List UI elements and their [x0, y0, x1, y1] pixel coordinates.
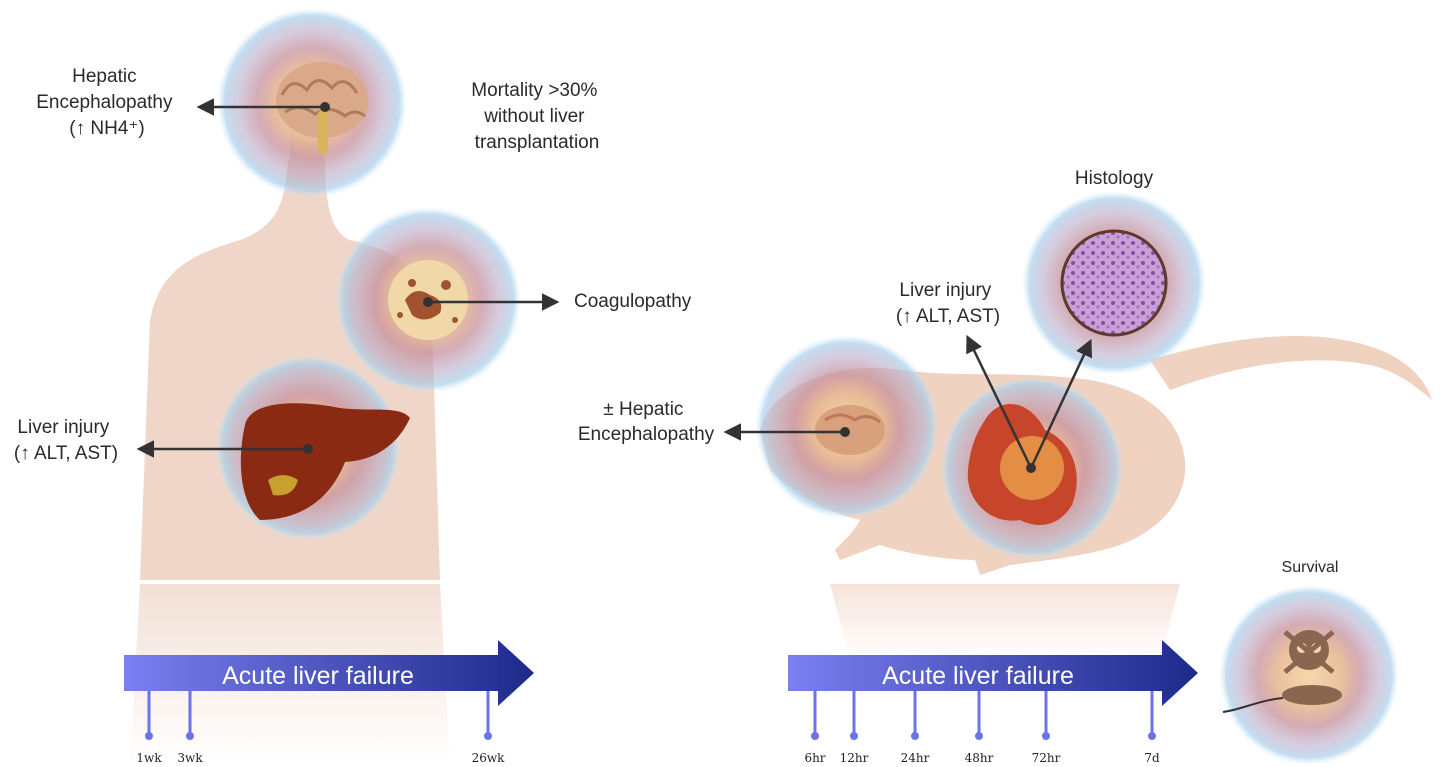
mouse-he-label-line-1: ± Hepatic: [603, 399, 683, 420]
mouse-he-label-line-2: Encephalopathy: [578, 424, 715, 445]
human-tick-label: 1wk: [136, 751, 162, 765]
human-tick-label: 3wk: [177, 751, 203, 765]
survival-halo: [1219, 585, 1399, 765]
survival-label: Survival: [1282, 559, 1339, 576]
mouse-timeline-label: Acute liver failure: [882, 662, 1074, 690]
coagulopathy-label: Coagulopathy: [574, 291, 692, 312]
human-timeline-label: Acute liver failure: [222, 662, 414, 690]
mortality-label-line-2: without liver: [483, 106, 585, 127]
mouse-liver-label-line-1: Liver injury: [899, 280, 991, 301]
mortality-label-line-1: Mortality >30%: [471, 80, 597, 101]
mouse-he-label: ± Hepatic Encephalopathy: [578, 399, 715, 445]
mouse-ticks: 6hr 12hr 24hr 48hr 72hr 7d: [804, 691, 1160, 765]
mouse-tick-dot: [811, 732, 819, 740]
brain-label-line-2: Encephalopathy: [36, 92, 173, 113]
human-tick-dot: [145, 732, 153, 740]
mouse-tick-label: 24hr: [901, 751, 930, 765]
histology-icon: [1062, 231, 1166, 335]
mouse-tick-dot: [1148, 732, 1156, 740]
mouse-timeline: Acute liver failure 6hr 12hr 24hr 48hr 72hr 7…: [788, 640, 1198, 765]
mortality-label-line-3: transplantation: [475, 132, 600, 153]
mortality-label: Mortality >30% without liver transplanta…: [471, 80, 602, 153]
mouse-tick-dot: [850, 732, 858, 740]
mouse-liver-label-line-2: (↑ ALT, AST): [896, 306, 1000, 327]
brain-label-line-3: (↑ NH4⁺): [69, 118, 144, 139]
mouse-tick-label: 72hr: [1032, 751, 1061, 765]
mouse-brain-icon: [815, 405, 885, 455]
human-liver-label: Liver injury (↑ ALT, AST): [14, 417, 118, 464]
human-liver-label-line-1: Liver injury: [17, 417, 109, 438]
brain-label-line-1: Hepatic: [72, 66, 136, 87]
human-tick-dot: [484, 732, 492, 740]
human-tick-dot: [186, 732, 194, 740]
mouse-tick-dot: [911, 732, 919, 740]
histology-label: Histology: [1075, 168, 1154, 189]
mouse-tick-label: 12hr: [840, 751, 869, 765]
brain-label: Hepatic Encephalopathy (↑ NH4⁺): [36, 66, 178, 139]
human-liver-label-line-2: (↑ ALT, AST): [14, 443, 118, 464]
mouse-tick-label: 6hr: [804, 751, 825, 765]
mouse-liver-label: Liver injury (↑ ALT, AST): [896, 280, 1000, 327]
mouse-tick-label: 7d: [1144, 751, 1160, 765]
mouse-tick-dot: [1042, 732, 1050, 740]
mouse-tick-dot: [975, 732, 983, 740]
mouse-tick-label: 48hr: [965, 751, 994, 765]
human-tick-label: 26wk: [472, 751, 506, 765]
